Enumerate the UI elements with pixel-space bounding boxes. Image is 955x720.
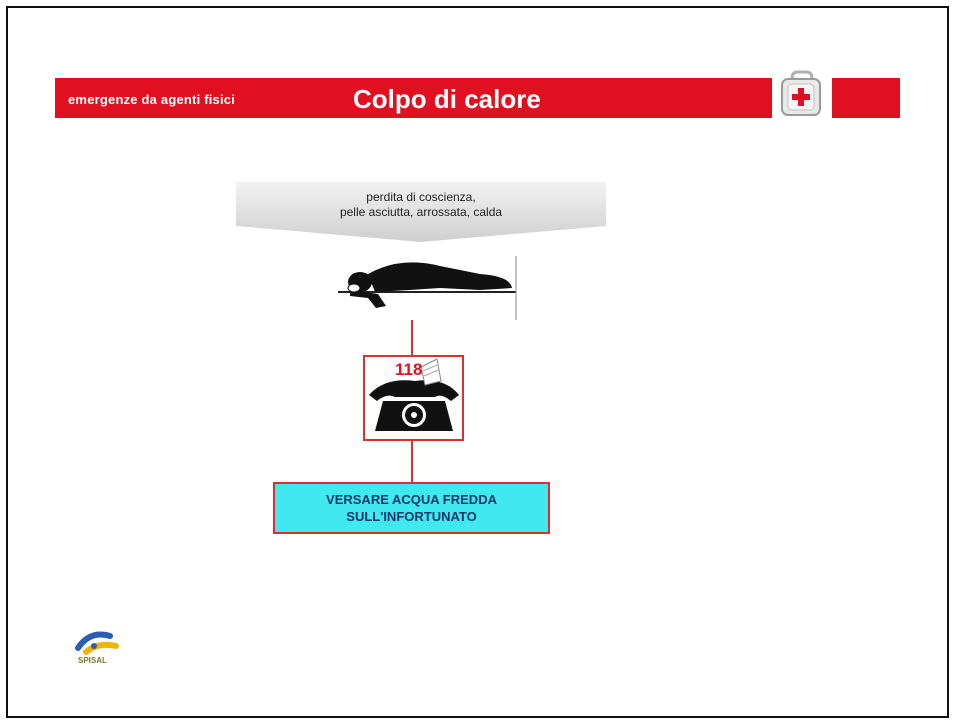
symptom-arrow-box <box>236 182 606 242</box>
header-banner-right <box>832 78 900 118</box>
action-text: VERSARE ACQUA FREDDA SULL'INFORTUNATO <box>326 492 497 524</box>
lying-person-icon <box>338 256 517 320</box>
telephone-icon <box>369 358 459 431</box>
first-aid-kit-icon <box>781 70 821 116</box>
symptom-line-2: pelle asciutta, arrossata, calda <box>339 205 503 219</box>
page-title: Colpo di calore <box>353 84 541 114</box>
emergency-number: 118 <box>395 360 423 379</box>
connector-line-top <box>411 320 413 355</box>
symptom-text: perdita di coscienza, pelle asciutta, ar… <box>236 190 606 220</box>
connector-line-bottom <box>411 441 413 482</box>
spisal-logo <box>75 631 119 655</box>
logo-text: SPISAL <box>78 656 107 665</box>
slide-frame <box>6 6 949 718</box>
action-instruction-box: VERSARE ACQUA FREDDA SULL'INFORTUNATO <box>273 482 550 534</box>
section-subtitle: emergenze da agenti fisici <box>68 92 236 107</box>
symptom-line-1: perdita di coscienza, <box>366 190 476 204</box>
header-banner <box>55 78 772 118</box>
